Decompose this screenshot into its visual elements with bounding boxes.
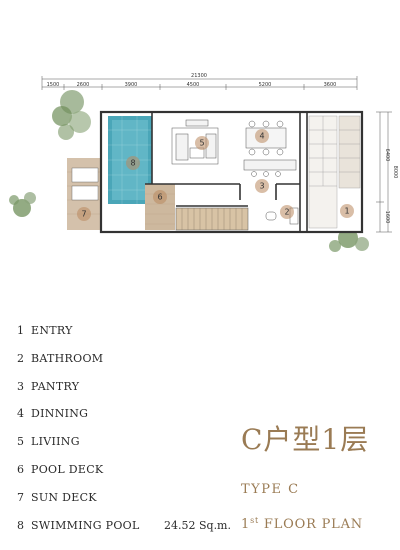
unit-title-chinese: C户型1层: [241, 423, 370, 456]
legend-item: 1 ENTRY: [17, 324, 140, 352]
legend-number: 7: [17, 490, 25, 504]
legend-item: 8 SWIMMING POOL: [17, 519, 140, 547]
svg-text:2: 2: [284, 208, 289, 217]
legend-label: DINNING: [31, 407, 89, 421]
legend-label: PANTRY: [31, 379, 80, 393]
dim-segment-4: 4500: [187, 82, 200, 88]
dim-right-total: 8000: [392, 166, 398, 179]
legend-item: 3 PANTRY: [17, 380, 140, 408]
room-marker-7: 7: [77, 207, 91, 221]
room-marker-6: 6: [153, 190, 167, 204]
entry-tiles: [308, 115, 361, 229]
legend-item: 5 LIVIING: [17, 435, 140, 463]
unit-type-label: TYPE C: [241, 482, 300, 497]
floor-plan-text: FLOOR PLAN: [259, 517, 363, 532]
svg-text:5: 5: [199, 139, 204, 148]
dim-segment-6: 3600: [324, 82, 337, 88]
legend-label: ENTRY: [31, 324, 73, 337]
svg-text:3: 3: [259, 182, 264, 191]
legend-number: 1: [17, 324, 25, 337]
floor-ordinal-suffix: st: [250, 516, 259, 525]
floor-ordinal: 1: [241, 517, 251, 532]
legend-number: 8: [17, 518, 25, 532]
interior-walls: [145, 112, 308, 232]
floor-plan-label: 1st FLOOR PLAN: [241, 516, 363, 532]
svg-text:4: 4: [259, 132, 264, 141]
legend-label: LIVIING: [31, 435, 80, 449]
floor-plan: 21300 1500 2600 3900 4500 5200 3600 6400…: [9, 73, 398, 252]
svg-text:6: 6: [157, 193, 162, 202]
room-marker-1: 1: [340, 204, 354, 218]
sun-lounger: [71, 167, 99, 183]
legend-label: SUN DECK: [31, 490, 97, 504]
legend-number: 5: [17, 435, 25, 449]
pantry-counter: [243, 159, 297, 177]
legend-number: 6: [17, 462, 25, 476]
legend-number: 4: [17, 407, 25, 421]
legend-item: 4 DINNING: [17, 407, 140, 435]
dim-right-bottom: 1600: [384, 211, 390, 224]
legend-number: 3: [17, 379, 25, 393]
dim-right-top: 6400: [384, 149, 390, 162]
dim-segment-2: 2600: [77, 82, 90, 88]
dim-segment-5: 5200: [259, 82, 272, 88]
room-marker-5: 5: [195, 136, 209, 150]
dim-total: 21300: [191, 73, 207, 79]
svg-text:7: 7: [81, 210, 86, 219]
top-dimension-bar: 21300 1500 2600 3900 4500 5200 3600: [41, 73, 358, 90]
legend-number: 2: [17, 351, 25, 365]
sun-lounger: [71, 185, 99, 201]
dim-segment-3: 3900: [125, 82, 138, 88]
legend-item: 7 SUN DECK: [17, 491, 140, 519]
legend-label: BATHROOM: [31, 351, 104, 365]
legend-item: 2 BATHROOM: [17, 352, 140, 380]
room-marker-8: 8: [126, 156, 140, 170]
living-room-furniture: [171, 119, 219, 165]
legend-label: POOL DECK: [31, 462, 104, 476]
svg-text:8: 8: [130, 159, 135, 168]
room-marker-4: 4: [255, 129, 269, 143]
legend-label: SWIMMING POOL: [31, 518, 140, 532]
area-value: 24.52 Sq.m.: [164, 519, 231, 532]
right-dimension-bar: 6400 1600 8000: [376, 111, 398, 233]
dim-segment-1: 1500: [47, 82, 60, 88]
room-marker-3: 3: [255, 179, 269, 193]
legend-item: 6 POOL DECK: [17, 463, 140, 491]
room-legend: 1 ENTRY 2 BATHROOM 3 PANTRY 4 DINNING 5 LIVII…: [17, 324, 140, 546]
room-marker-2: 2: [280, 205, 294, 219]
svg-text:1: 1: [344, 207, 349, 216]
